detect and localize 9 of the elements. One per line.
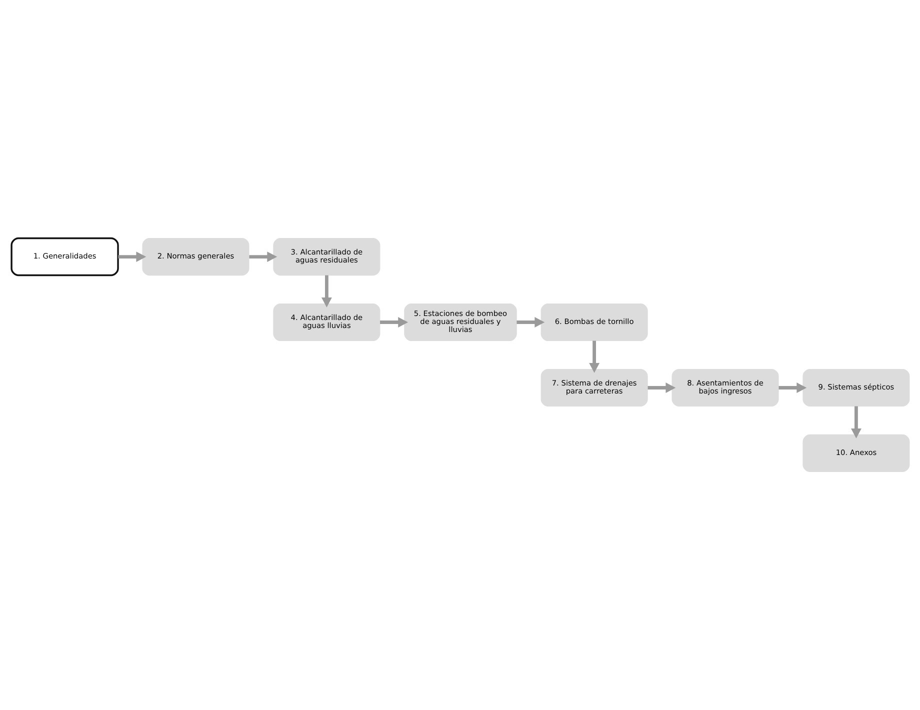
arrow bbox=[248, 252, 277, 262]
arrow bbox=[380, 317, 408, 328]
arrow bbox=[588, 340, 600, 373]
arrow bbox=[647, 382, 676, 393]
arrow bbox=[320, 275, 332, 308]
arrow bbox=[778, 382, 806, 393]
arrow bbox=[850, 406, 861, 438]
arrow bbox=[516, 317, 544, 328]
arrow bbox=[118, 252, 146, 262]
